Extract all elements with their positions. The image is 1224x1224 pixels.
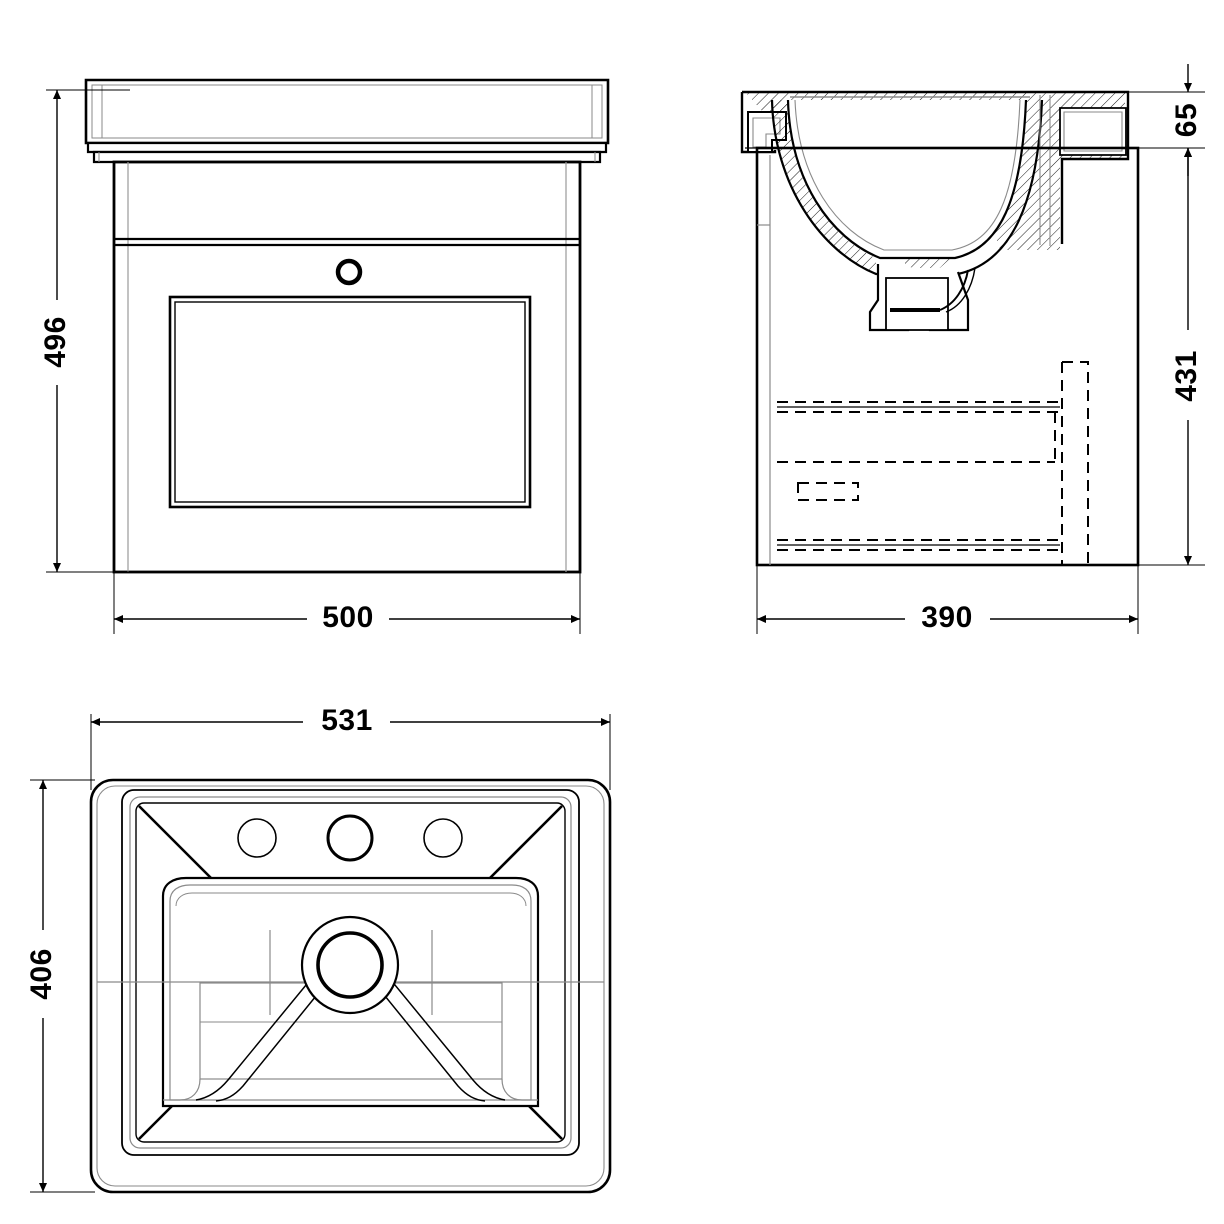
dim-plan-width-531: 531 xyxy=(90,704,611,790)
bowl-base-corner-left xyxy=(163,1078,201,1101)
plan-rim-band-inner-2 xyxy=(135,802,566,1143)
dim-label-431: 431 xyxy=(1170,350,1203,402)
hidden-back-panel xyxy=(1062,361,1089,565)
draft-line-top-left xyxy=(138,805,214,881)
plan-rim-band-inner xyxy=(129,796,572,1149)
dim-side-basin-65: 65 xyxy=(1128,64,1205,176)
dim-label-496: 496 xyxy=(39,316,72,368)
basin-underside-band xyxy=(92,150,602,164)
waste-inner-ring-icon xyxy=(316,931,384,999)
basin-top-inner-line xyxy=(91,84,603,139)
basin-section xyxy=(740,90,1130,332)
hidden-runner-bracket xyxy=(797,482,859,501)
valley-rib-right-outer xyxy=(380,967,506,1101)
valley-rib-left-inner xyxy=(215,974,334,1102)
basin-top-outer xyxy=(84,78,610,145)
side-section-view: 65 431 390 xyxy=(740,64,1205,634)
dim-label-406: 406 xyxy=(25,948,58,1000)
basin-overflow-channel-2 xyxy=(945,267,976,313)
draft-line-top-right xyxy=(487,805,563,881)
hidden-drawer-lines xyxy=(777,361,1089,565)
front-cabinet-body xyxy=(112,160,582,574)
drawer-knob-icon[interactable] xyxy=(335,258,363,286)
bowl-valley-ribs xyxy=(195,967,506,1102)
side-cabinet-body xyxy=(755,146,1140,567)
basin-back-upstand xyxy=(1059,107,1127,156)
plan-top-view: 531 406 xyxy=(25,704,612,1194)
basin-waste-box xyxy=(885,277,949,331)
dim-label-65: 65 xyxy=(1170,103,1203,137)
dim-plan-depth-406: 406 xyxy=(25,779,95,1193)
dim-side-height-431: 431 xyxy=(1138,148,1205,566)
basin-overflow-channel xyxy=(939,269,969,311)
front-basin-top xyxy=(84,78,610,164)
dim-front-width-500: 500 xyxy=(113,572,581,634)
tap-hole-right-icon xyxy=(423,818,463,858)
side-cabinet-outline xyxy=(755,146,1140,567)
plan-outer-rim-inner xyxy=(96,785,605,1187)
basin-outer-top-profile xyxy=(742,90,1130,244)
dim-label-500: 500 xyxy=(322,601,374,634)
front-elevation-view: 496 500 xyxy=(39,78,610,634)
dim-front-height-496: 496 xyxy=(39,89,130,573)
basin-lip-band xyxy=(86,141,608,154)
tap-hole-left-icon xyxy=(237,818,277,858)
bowl-inner-curve-secondary xyxy=(794,99,1021,251)
basin-back-upstand-inner xyxy=(1063,111,1123,152)
drawer-inset-panel-outer xyxy=(168,295,532,509)
bowl-opening-inner xyxy=(169,884,532,1101)
drawer-inset-panel-inner xyxy=(174,301,526,503)
plan-rim-band-outer xyxy=(121,789,580,1156)
tap-hole-center-icon xyxy=(326,814,374,862)
dim-label-390: 390 xyxy=(921,601,973,634)
dim-label-531: 531 xyxy=(321,704,373,737)
valley-rib-right-inner xyxy=(367,974,486,1102)
bowl-wall-hatch xyxy=(772,100,876,274)
bowl-base-corner-right xyxy=(501,1078,538,1101)
bowl-opening-inner-2 xyxy=(175,892,527,907)
valley-rib-left-outer xyxy=(195,967,321,1101)
bowl-inner-curve xyxy=(786,99,1028,260)
dim-side-depth-390: 390 xyxy=(756,565,1139,634)
